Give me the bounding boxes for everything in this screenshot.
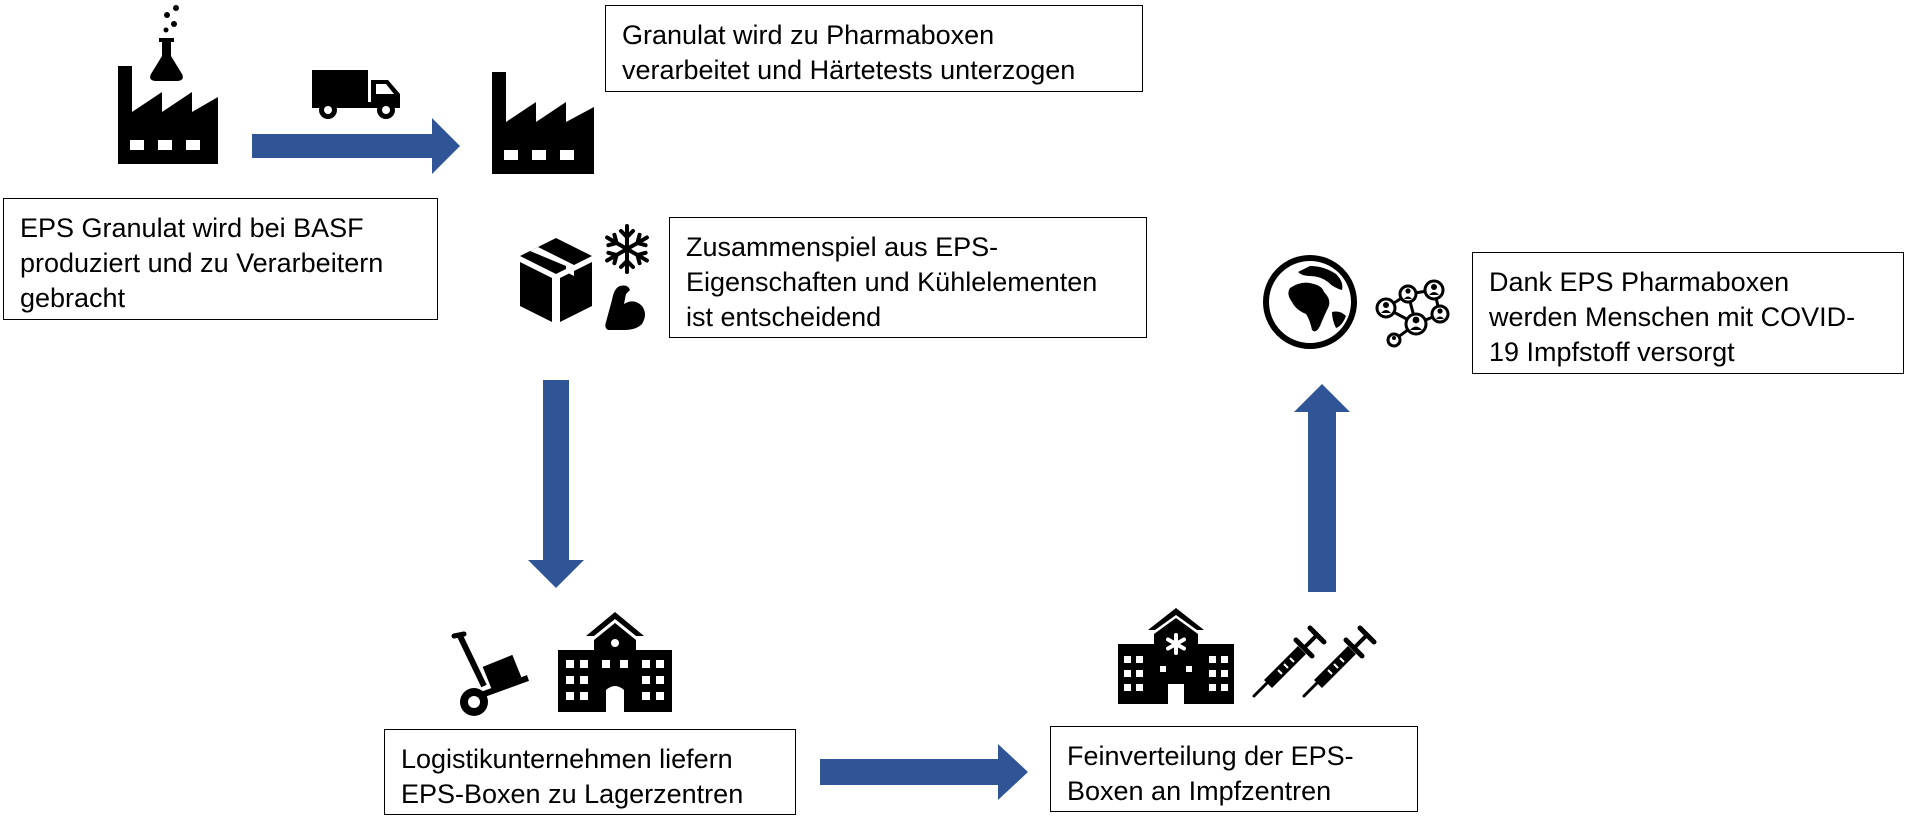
step-processing: Granulat wird zu Pharmaboxen verarbeitet… bbox=[605, 5, 1143, 92]
network-icon bbox=[1375, 279, 1450, 348]
step-logistics: Logistikunternehmen liefern EPS-Boxen zu… bbox=[384, 729, 796, 815]
truck-icon bbox=[312, 70, 400, 119]
globe-icon bbox=[1263, 255, 1357, 349]
arrow-right-1 bbox=[252, 118, 460, 174]
snowflake-icon bbox=[605, 224, 649, 274]
step-cooling: Zusammenspiel aus EPS- Eigenschaften und… bbox=[669, 217, 1147, 338]
chemical-factory-icon bbox=[118, 5, 218, 164]
step-supply: Dank EPS Pharmaboxen werden Menschen mit… bbox=[1472, 252, 1904, 374]
strong-arm-icon bbox=[605, 285, 645, 330]
arrow-down bbox=[528, 380, 584, 588]
hand-truck-icon bbox=[451, 631, 530, 716]
box-icon bbox=[520, 238, 592, 322]
step-distribution: Feinverteilung der EPS- Boxen an Impfzen… bbox=[1050, 726, 1418, 812]
arrow-up bbox=[1294, 384, 1350, 592]
syringe-icon bbox=[1252, 625, 1377, 698]
step-basf: EPS Granulat wird bei BASF produziert un… bbox=[3, 198, 438, 320]
factory-icon bbox=[492, 72, 594, 174]
hospital-icon bbox=[1118, 608, 1234, 704]
arrow-right-2 bbox=[820, 744, 1028, 800]
warehouse-icon bbox=[558, 612, 672, 712]
